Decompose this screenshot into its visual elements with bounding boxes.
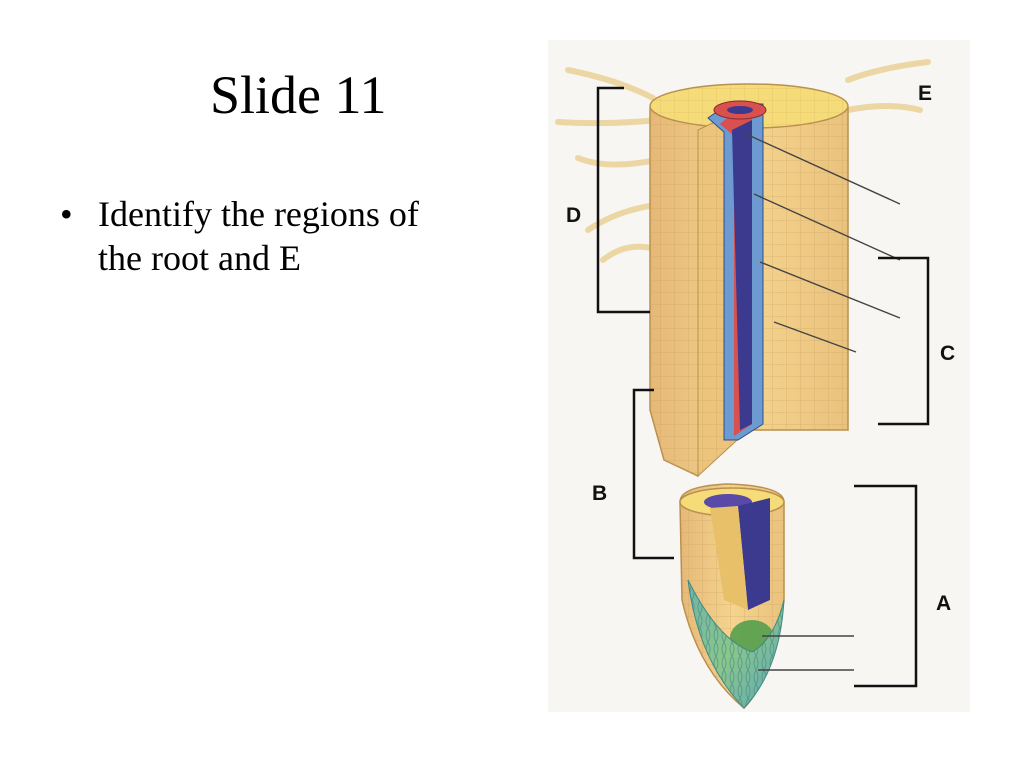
root-hairs	[555, 59, 931, 263]
label-e: E	[918, 82, 932, 105]
region-brackets	[596, 86, 930, 688]
label-b: B	[592, 482, 607, 505]
bullet-dot-icon: •	[60, 194, 73, 234]
bracket-a	[854, 484, 918, 688]
label-d: D	[566, 204, 581, 227]
bracket-c	[878, 256, 930, 426]
bullet-list: • Identify the regions of the root and E	[58, 192, 458, 280]
upper-root-section	[649, 83, 849, 478]
slide-title: Slide 11	[210, 65, 387, 125]
label-a: A	[936, 592, 951, 615]
bracket-b	[632, 388, 674, 560]
bracket-d	[596, 86, 650, 314]
root-tip-section	[679, 483, 785, 710]
bullet-text: Identify the regions of the root and E	[98, 194, 419, 278]
label-c: C	[940, 342, 955, 365]
root-diagram-svg: E D C B A	[548, 40, 970, 712]
bullet-item: • Identify the regions of the root and E	[58, 192, 458, 280]
leader-lines	[745, 133, 901, 671]
root-diagram: E D C B A	[548, 40, 970, 712]
